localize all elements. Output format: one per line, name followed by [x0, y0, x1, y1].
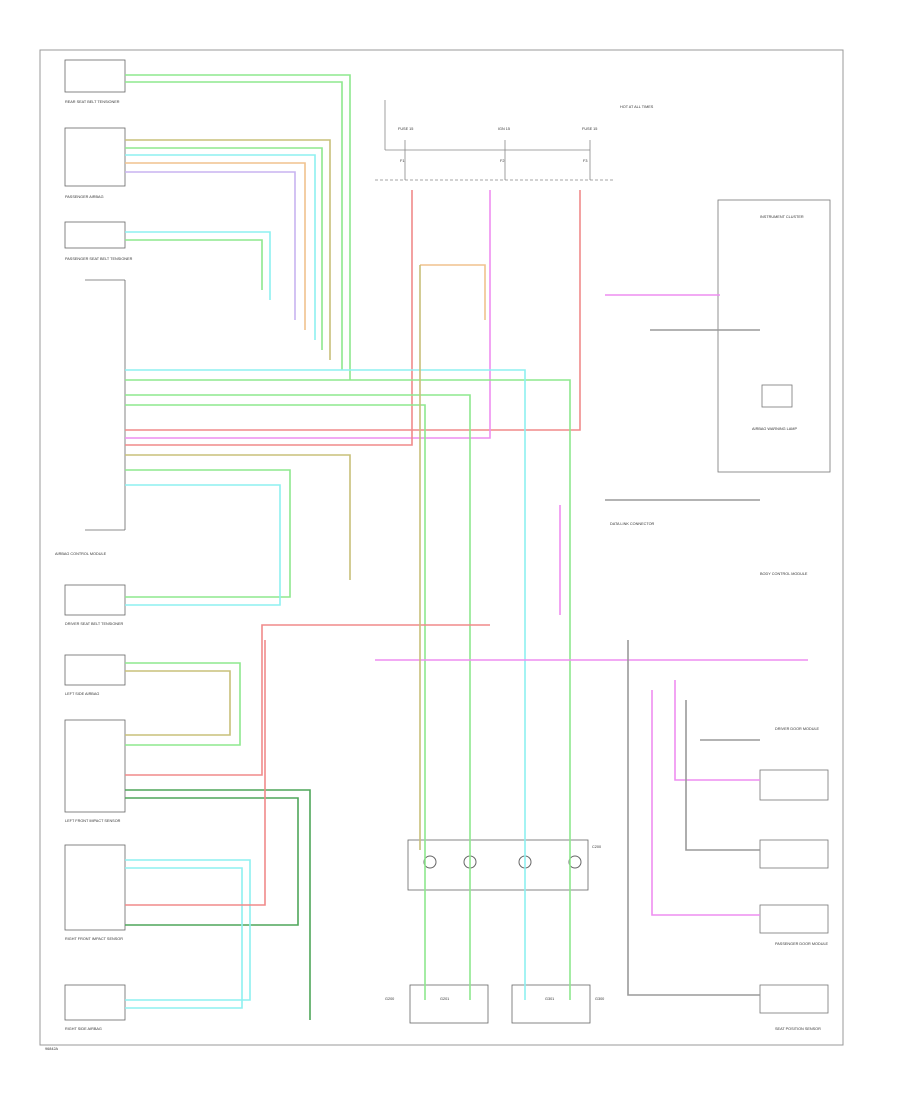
- fuse-code-left: F1: [400, 159, 404, 163]
- wire-cyan-5: [125, 154, 316, 340]
- ground-label-2: G201: [440, 997, 449, 1001]
- connector-block: [407, 839, 589, 891]
- wire-cyan-26: [125, 867, 243, 1009]
- wire-green-14: [125, 394, 471, 1000]
- wires: [125, 74, 808, 1020]
- module-name: AIRBAG CONTROL MODULE: [55, 552, 107, 556]
- diagram-border: [39, 49, 844, 1046]
- wire-magenta-11: [125, 190, 491, 439]
- wire-gray-36: [685, 700, 760, 851]
- fuse-left-label: FUSE 15: [398, 127, 413, 131]
- left-component-name-4: DRIVER SEAT BELT TENSIONER: [65, 622, 124, 626]
- left-component-name-5: LEFT SIDE AIRBAG: [65, 692, 99, 696]
- left-components: [64, 59, 126, 1021]
- footer-code: 96842A: [45, 1047, 59, 1051]
- wire-gray-35: [627, 640, 760, 996]
- connector-block-name: C200: [592, 845, 601, 849]
- warning-lamp-box: [761, 384, 793, 408]
- wire-orange-6: [125, 162, 306, 330]
- module-box-3: [759, 904, 829, 934]
- wire-red-10: [125, 190, 581, 431]
- wire-dark_green-24: [125, 797, 299, 926]
- right-component-name-4: BODY CONTROL MODULE: [760, 572, 808, 576]
- left-component-name-6: LEFT FRONT IMPACT SENSOR: [65, 819, 121, 823]
- wire-green-16: [125, 379, 571, 1000]
- wire-purple-7: [125, 171, 296, 320]
- component-box-2: [64, 127, 126, 187]
- component-box-8: [64, 984, 126, 1021]
- right-component-name-1: INSTRUMENT CLUSTER: [760, 215, 804, 219]
- hot-at-all-times-label: HOT AT ALL TIMES: [620, 105, 654, 109]
- wire-magenta-30: [651, 690, 760, 916]
- ground-label-4: G301: [545, 997, 554, 1001]
- right-component-name-7: SEAT POSITION SENSOR: [775, 1027, 821, 1031]
- component-box-3: [64, 221, 126, 249]
- left-component-name-8: RIGHT SIDE AIRBAG: [65, 1027, 102, 1031]
- wire-green-1: [125, 74, 351, 380]
- component-box-5: [64, 654, 126, 686]
- left-component-name-2: PASSENGER AIRBAG: [65, 195, 104, 199]
- ground-label-1: G200: [385, 997, 394, 1001]
- fuse-code-right: F3: [583, 159, 587, 163]
- wire-green-9: [125, 239, 263, 290]
- left-component-name-7: RIGHT FRONT IMPACT SENSOR: [65, 937, 123, 941]
- wire-green-2: [125, 81, 343, 370]
- wire-cyan-19: [125, 484, 281, 606]
- wire-red-27: [125, 640, 266, 906]
- component-box-1: [64, 59, 126, 93]
- wire-cyan-8: [125, 231, 271, 300]
- fuse-mid-label: IGN 15: [498, 127, 510, 131]
- module-box-2: [759, 839, 829, 869]
- component-box-6: [64, 719, 126, 813]
- fuse-code-mid: F2: [500, 159, 504, 163]
- wire-olive-21: [125, 670, 231, 736]
- component-box-7: [64, 844, 126, 931]
- left-component-name-3: PASSENGER SEAT BELT TENSIONER: [65, 257, 133, 261]
- wire-green-4: [125, 147, 323, 350]
- wire-dark_green-23: [125, 789, 311, 1020]
- right-component-name-6: PASSENGER DOOR MODULE: [775, 942, 829, 946]
- module-box-1: [759, 769, 829, 801]
- wire-olive-3: [125, 139, 331, 360]
- wire-cyan-17: [125, 369, 526, 1000]
- module-box-4: [759, 984, 829, 1014]
- fuse-right-label: FUSE 15: [582, 127, 597, 131]
- wire-olive-13: [125, 454, 351, 580]
- instrument-cluster-box: [717, 199, 831, 473]
- power-bus: [375, 100, 615, 181]
- wire-magenta-29: [674, 680, 760, 781]
- module-pin-column: [85, 279, 126, 531]
- right-component-name-3: DATA LINK CONNECTOR: [610, 522, 655, 526]
- right-component-name-2: AIRBAG WARNING LAMP: [752, 427, 797, 431]
- wire-green-20: [125, 662, 241, 746]
- wire-green-18: [125, 469, 291, 598]
- wire-orange-38: [420, 264, 486, 320]
- wire-red-22: [125, 624, 490, 776]
- ground-label-3: G300: [595, 997, 604, 1001]
- wire-red-12: [125, 190, 413, 446]
- wire-green-15: [125, 404, 426, 1000]
- component-box-4: [64, 584, 126, 616]
- right-components: [717, 199, 831, 1014]
- right-component-name-5: DRIVER DOOR MODULE: [775, 727, 820, 731]
- left-component-name-1: REAR SEAT BELT TENSIONER: [65, 100, 120, 104]
- ground-blocks: [409, 984, 591, 1024]
- wire-cyan-25: [125, 859, 251, 1001]
